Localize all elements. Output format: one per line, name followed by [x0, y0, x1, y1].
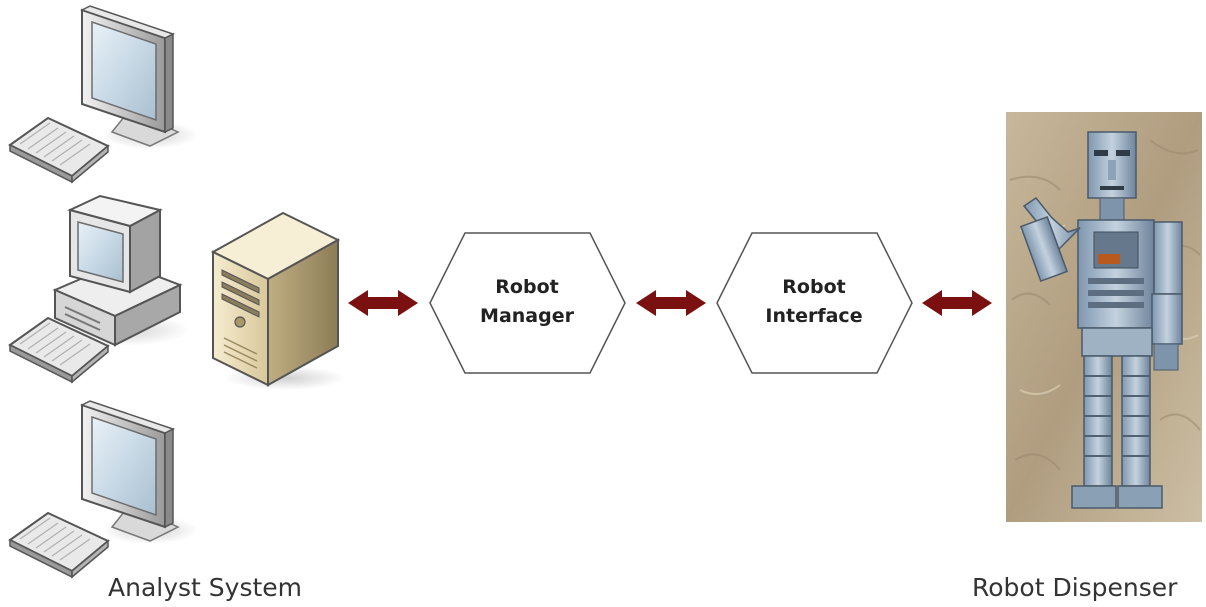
workstation-middle-icon	[8, 194, 190, 384]
arrow-server-manager	[348, 290, 418, 316]
robot-manager-label-line2: Manager	[480, 305, 575, 327]
robot-interface-label-line1: Robot	[782, 276, 845, 298]
robot-interface-label-line2: Interface	[765, 305, 862, 327]
robot-manager-node: Robot Manager	[429, 232, 626, 374]
robot-manager-label-line1: Robot	[495, 276, 558, 298]
server-tower-icon	[210, 211, 345, 390]
workstation-bottom-icon	[9, 400, 199, 578]
analyst-system-label: Analyst System	[108, 573, 302, 602]
workstation-top-icon	[9, 5, 199, 183]
arrow-manager-interface	[636, 290, 706, 316]
robot-dispenser-label: Robot Dispenser	[972, 573, 1178, 602]
robot-photo	[1006, 112, 1202, 522]
robot-interface-node: Robot Interface	[716, 232, 913, 374]
arrow-interface-dispenser	[922, 290, 992, 316]
